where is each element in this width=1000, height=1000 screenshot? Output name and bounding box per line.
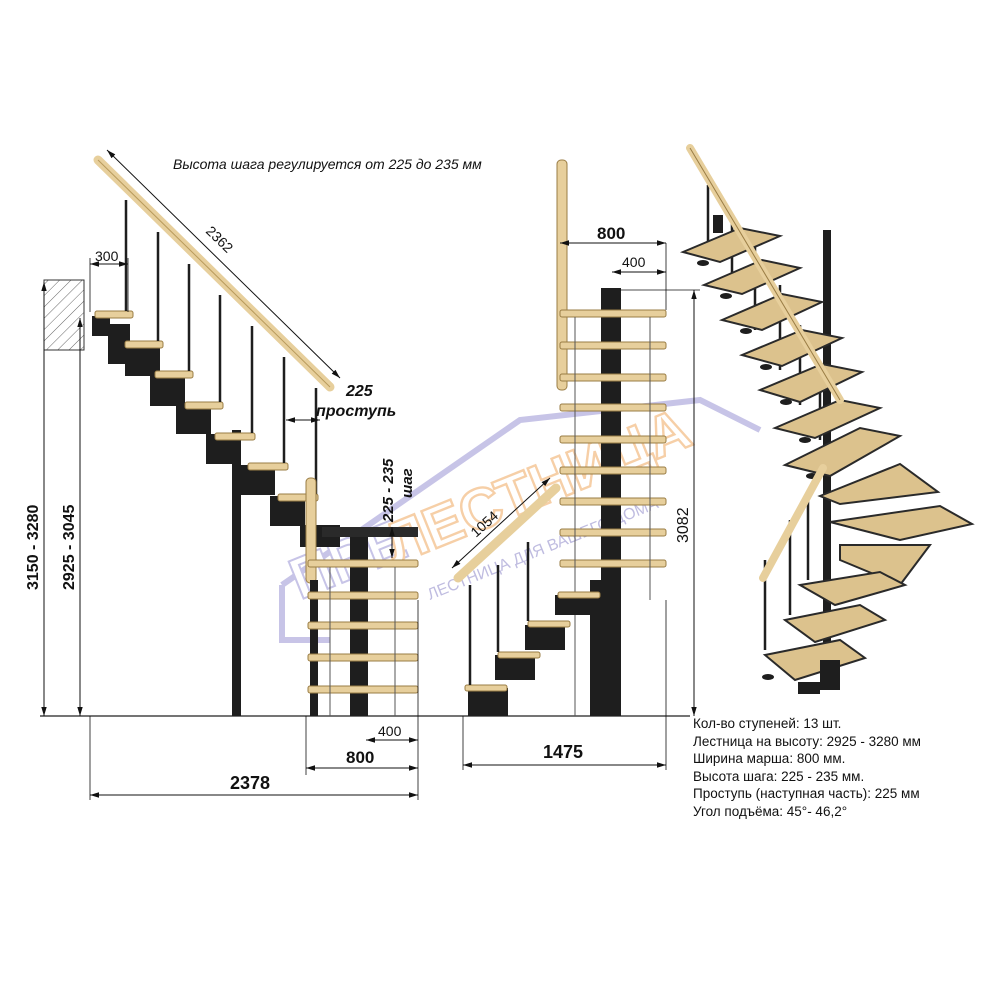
perspective-treads	[679, 226, 975, 682]
dim-total-length: 2378	[230, 773, 270, 793]
front-lower-stringer	[468, 595, 595, 716]
front-treads	[559, 309, 667, 568]
dim-front-total: 1475	[543, 742, 583, 762]
upper-stringer	[92, 316, 340, 716]
dim-height-inner: 2925 - 3045	[61, 504, 78, 590]
side-view: 300 2362 225 проступь 225 - 235 шаг 3150…	[25, 149, 690, 800]
perspective-view	[679, 144, 975, 694]
dim-height-outer: 3150 - 3280	[25, 504, 42, 590]
dim-handrail-length: 2362	[203, 223, 237, 256]
spec-list: Кол-во ступеней: 13 шт. Лестница на высо…	[693, 715, 921, 821]
spec-rise: Высота шага: 225 - 235 мм.	[693, 768, 865, 784]
rise-value: 225 - 235	[380, 458, 397, 523]
wall-block	[43, 279, 85, 351]
rise-word: шаг	[399, 468, 416, 498]
dim-front-height: 3082	[675, 507, 692, 543]
top-newel	[556, 159, 568, 391]
dim-width-half: 400	[622, 254, 646, 270]
spec-angle: Угол подъёма: 45°- 46,2°	[693, 803, 848, 819]
tread-value: 225	[345, 383, 374, 400]
dim-top-offset: 300	[95, 248, 119, 264]
dim-bottom-offset: 400	[378, 723, 402, 739]
spec-width: Ширина марша: 800 мм.	[693, 751, 846, 767]
lower-treads	[307, 559, 419, 694]
tread-word: проступь	[316, 403, 396, 420]
landing-platform	[322, 527, 418, 537]
spec-height: Лестница на высоту: 2925 - 3280 мм	[693, 733, 921, 749]
dim-bottom-width: 800	[346, 748, 374, 767]
spec-steps: Кол-во ступеней: 13 шт.	[693, 716, 842, 731]
front-view: 800 400 3082 1054 1475	[451, 159, 700, 770]
adjustment-note: Высота шага регулируется от 225 до 235 м…	[173, 156, 482, 172]
spec-tread: Проступь (наступная часть): 225 мм	[693, 786, 920, 802]
dim-width-top: 800	[597, 224, 625, 243]
